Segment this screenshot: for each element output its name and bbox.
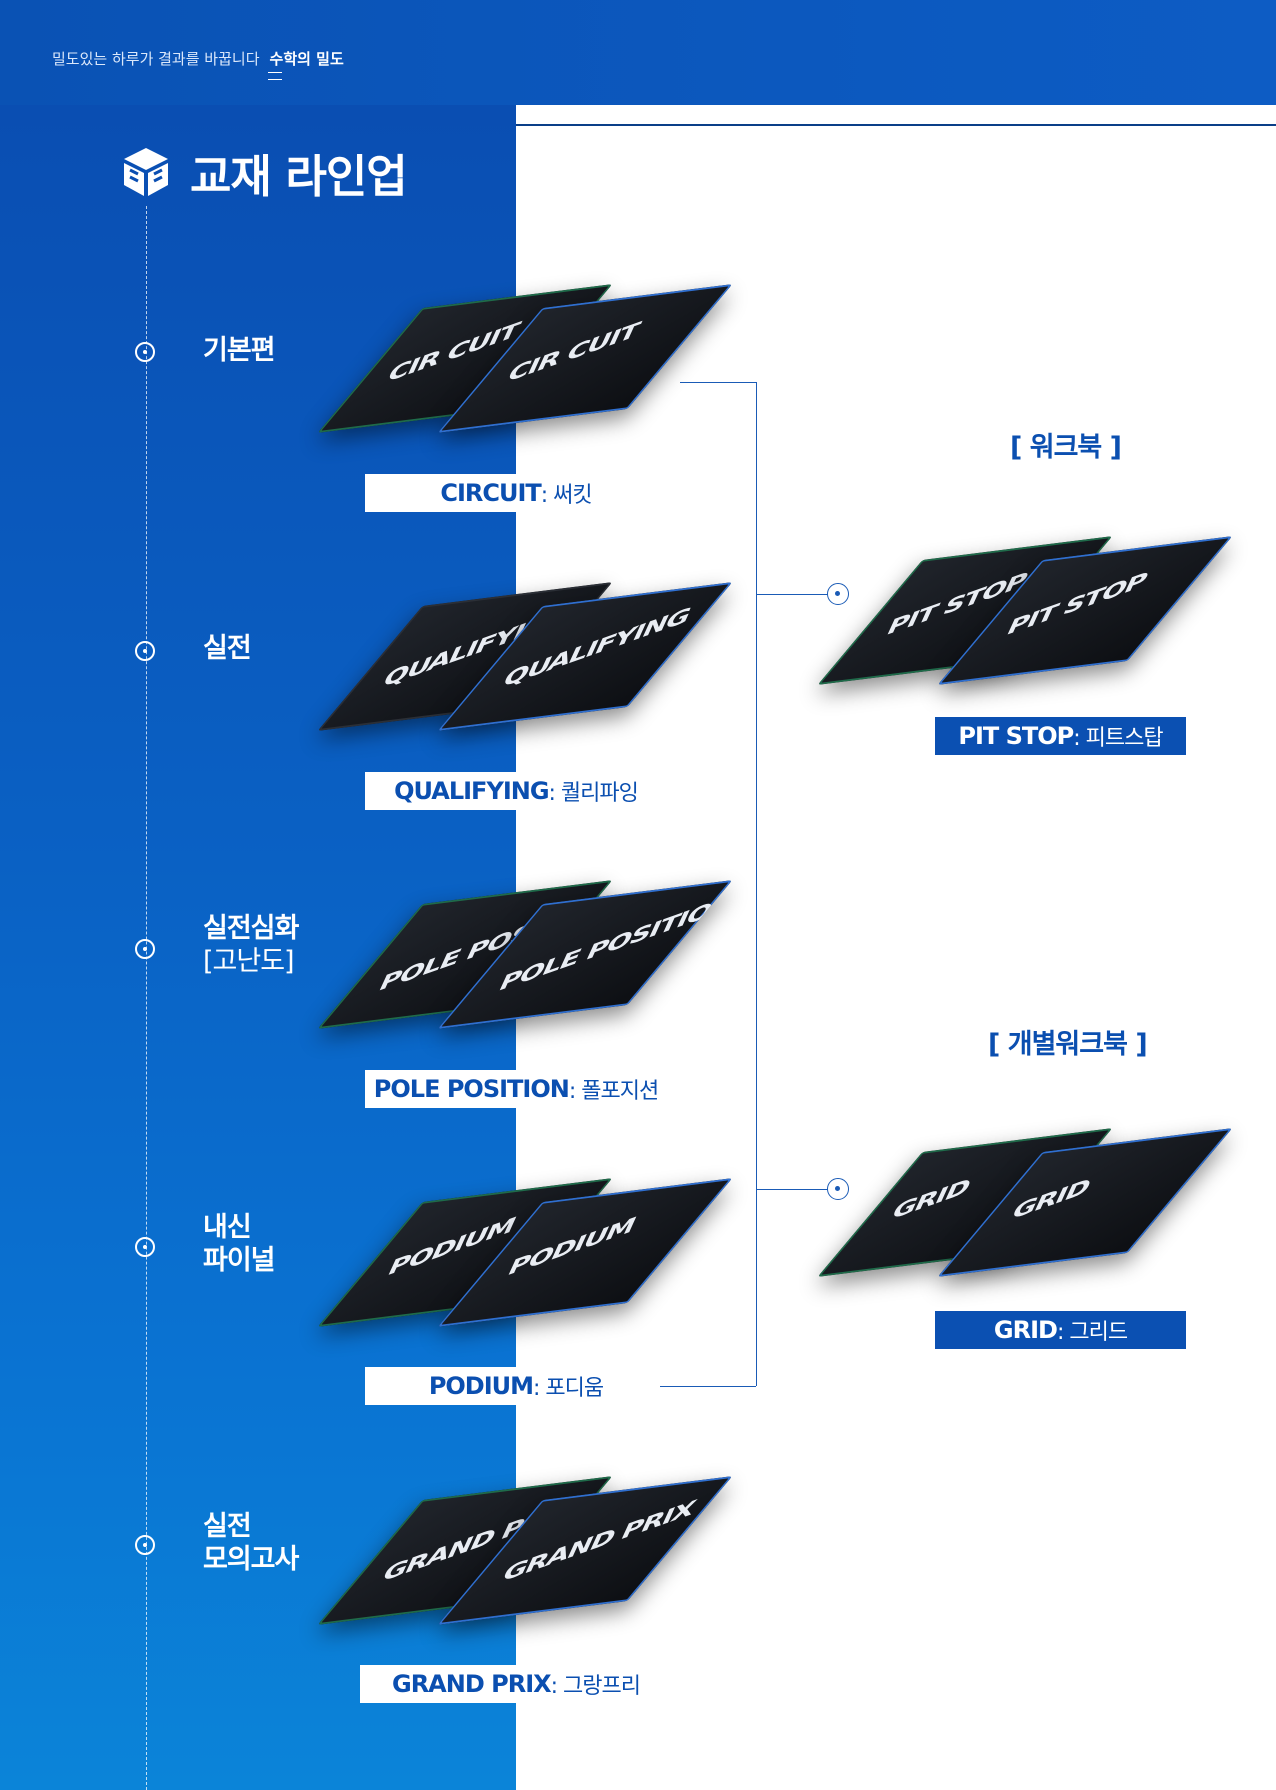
- cover-title: GRID: [1007, 1173, 1095, 1226]
- cover-title: CIR CUIT: [503, 317, 644, 388]
- content-card-top: [516, 105, 1276, 125]
- connector-line: [756, 382, 757, 1386]
- level-label-line2: 모의고사: [203, 1544, 299, 1575]
- book-name: PODIUM: [428, 1372, 534, 1400]
- brand-name: 수학의 밀도: [269, 50, 344, 68]
- timeline-dot: [135, 641, 155, 661]
- level-label: 실전 모의고사: [203, 1510, 299, 1576]
- level-label: 내신 파이널: [203, 1211, 276, 1277]
- book-name: GRID: [993, 1316, 1058, 1344]
- header-tagline: 밀도있는 하루가 결과를 바꿉니다 수학의 밀도: [52, 48, 344, 69]
- timeline-dot: [135, 342, 155, 362]
- book-name: QUALIFYING: [394, 777, 549, 805]
- tagline-text: 밀도있는 하루가 결과를 바꿉니다: [52, 50, 260, 68]
- book-label-grid: GRID: 그리드: [935, 1311, 1186, 1349]
- timeline-dot: [135, 1535, 155, 1555]
- workbook-title: [ 워크북 ]: [1010, 432, 1122, 463]
- connector-line: [680, 382, 756, 383]
- book-name-kr: : 그랑프리: [550, 1674, 641, 1699]
- level-label: 기본편: [203, 334, 276, 367]
- book-name-kr: : 포디움: [533, 1376, 604, 1401]
- book-label-circuit: CIRCUIT: 써킷: [365, 474, 667, 512]
- workbook-title: [ 개별워크북 ]: [988, 1029, 1148, 1060]
- book-name: CIRCUIT: [440, 479, 541, 507]
- level-label-line1: 기본편: [203, 335, 276, 366]
- level-label-line1: 실전: [203, 633, 252, 664]
- book-name-kr: : 피트스탑: [1073, 726, 1163, 751]
- level-label-line1: 실전심화: [203, 913, 299, 944]
- book-name: PIT STOP: [958, 722, 1074, 750]
- book-name-kr: : 그리드: [1056, 1320, 1128, 1345]
- connector-node: [827, 1178, 849, 1200]
- level-label-line1: 내신: [203, 1212, 252, 1243]
- level-label-line2: 파이널: [203, 1245, 276, 1276]
- timeline-line: [146, 206, 147, 1790]
- book-label-grand-prix: GRAND PRIX: 그랑프리: [360, 1665, 672, 1703]
- book-name-kr: : 써킷: [540, 483, 593, 508]
- book-name: POLE POSITION: [373, 1075, 570, 1103]
- book-name-kr: : 퀄리파잉: [548, 781, 639, 806]
- cube-logo-icon: [124, 148, 168, 196]
- timeline-dot: [135, 939, 155, 959]
- page-title: 교재 라인업: [190, 150, 408, 203]
- cover-title: GRID: [887, 1173, 975, 1226]
- level-label-line2: [고난도]: [203, 946, 295, 977]
- connector-node: [827, 583, 849, 605]
- book-name-kr: : 폴포지션: [568, 1079, 659, 1104]
- cover-title: PODIUM: [503, 1212, 640, 1282]
- level-label-line1: 실전: [203, 1511, 252, 1542]
- book-name: GRAND PRIX: [392, 1670, 552, 1698]
- connector-line: [756, 594, 828, 595]
- timeline-dot: [135, 1237, 155, 1257]
- book-label-pole-position: POLE POSITION: 폴포지션: [365, 1070, 667, 1108]
- connector-line: [756, 1189, 828, 1190]
- content-card-rule: [516, 124, 1276, 126]
- level-label: 실전: [203, 632, 252, 665]
- book-label-qualifying: QUALIFYING: 퀄리파잉: [365, 772, 667, 810]
- book-label-podium: PODIUM: 포디움: [365, 1367, 667, 1405]
- top-band: [0, 0, 1276, 105]
- book-label-pit-stop: PIT STOP: 피트스탑: [935, 717, 1186, 755]
- connector-line: [660, 1386, 756, 1387]
- level-label: 실전심화 [고난도]: [203, 912, 299, 978]
